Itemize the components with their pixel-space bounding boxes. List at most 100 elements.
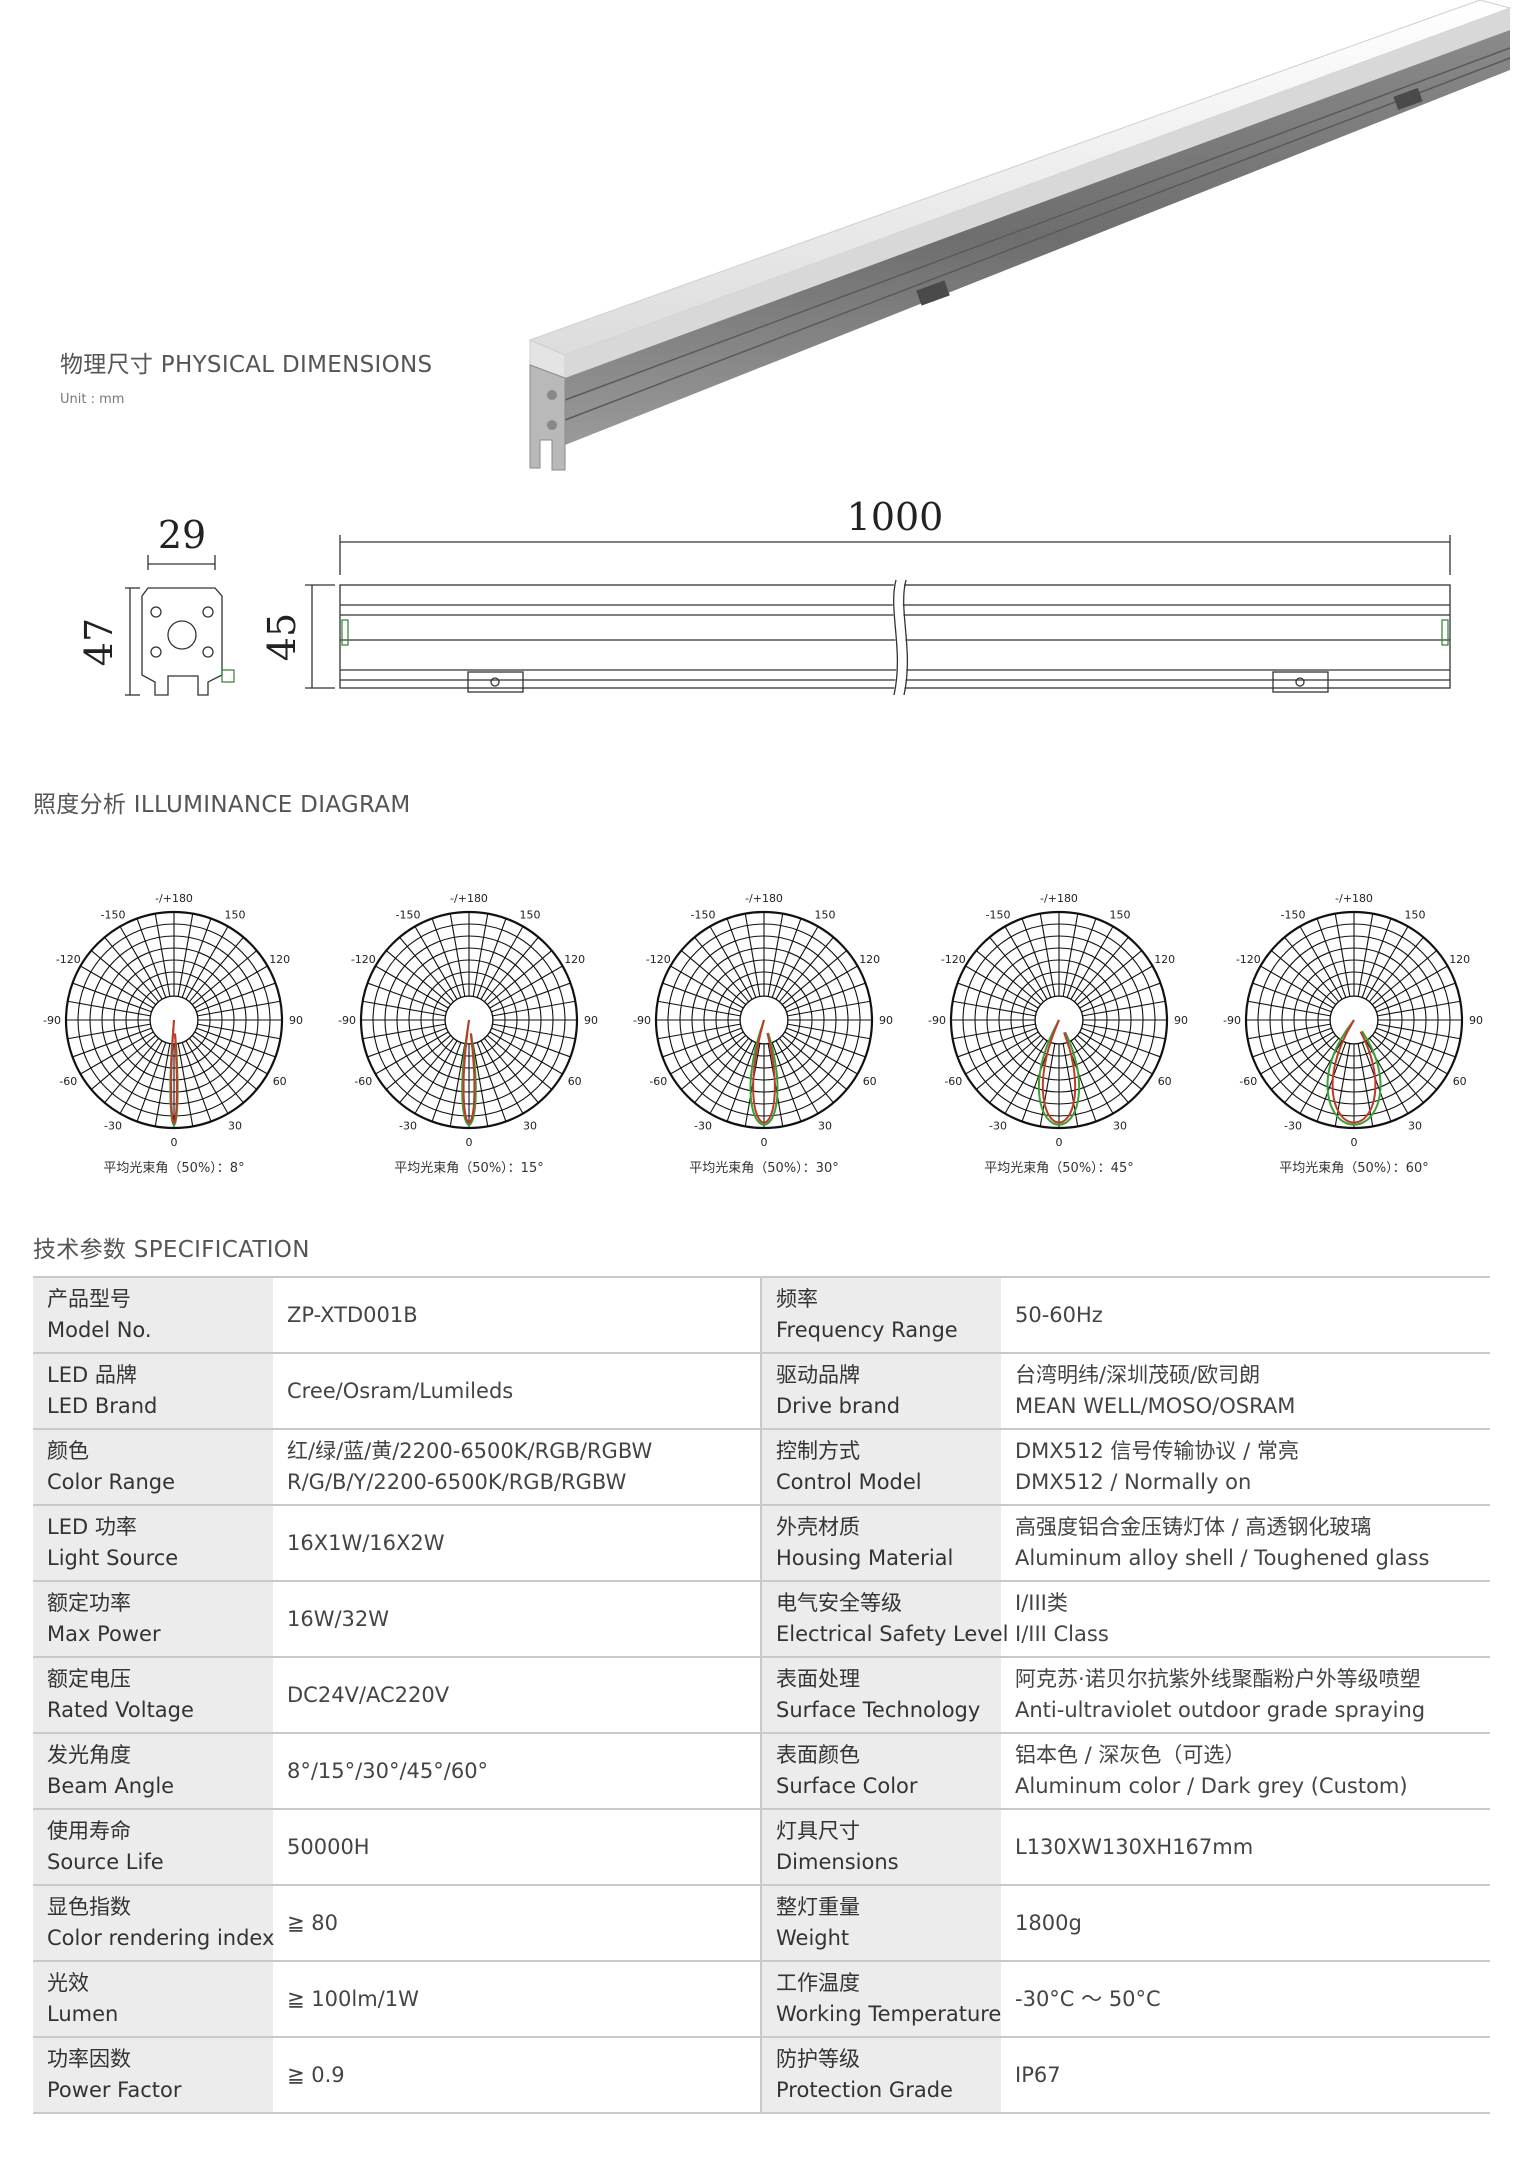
angle-tick-label: 30	[1408, 1120, 1422, 1133]
spec-label-line: 额定电压	[47, 1667, 131, 1691]
spec-value: 16X1W/16X2W	[273, 1505, 761, 1582]
spec-value-line: 台湾明纬/深圳茂硕/欧司朗	[1015, 1363, 1261, 1387]
spec-label-line: Weight	[776, 1926, 850, 1950]
spec-value: -30°C ～ 50°C	[1001, 1961, 1490, 2038]
spec-value-line: ≧ 0.9	[287, 2062, 345, 2087]
unit-label: Unit : mm	[60, 392, 125, 407]
spec-value: IP67	[1001, 2037, 1490, 2114]
spec-value-line: ≧ 80	[287, 1910, 338, 1935]
angle-tick-label: 0	[466, 1136, 473, 1149]
spec-label-line: Beam Angle	[47, 1774, 175, 1798]
angle-tick-label: -30	[104, 1120, 122, 1133]
angle-tick-label: -/+180	[450, 892, 488, 905]
spec-value: 8°/15°/30°/45°/60°	[273, 1733, 761, 1810]
spec-label-line: 频率	[776, 1287, 818, 1311]
spec-label-line: 驱动品牌	[776, 1363, 860, 1387]
angle-tick-label: -60	[649, 1075, 667, 1088]
spec-label-line: Power Factor	[47, 2078, 182, 2102]
angle-tick-label: -90	[1223, 1014, 1241, 1027]
spec-label-line: Light Source	[47, 1546, 179, 1570]
spec-label-line: 光效	[47, 1971, 89, 1995]
beam-lobe	[749, 1019, 779, 1126]
spec-label-line: LED 品牌	[47, 1363, 137, 1387]
spec-label-line: Color Range	[47, 1470, 176, 1494]
angle-tick-label: 60	[863, 1075, 877, 1088]
angle-tick-label: 60	[1158, 1075, 1172, 1088]
dim-width: 29	[158, 513, 206, 557]
spec-value-line: Ⅰ/III Class	[1015, 1622, 1109, 1646]
spec-value: 16W/32W	[273, 1581, 761, 1658]
angle-tick-label: -/+180	[745, 892, 783, 905]
spec-value-line: IP67	[1015, 2062, 1061, 2087]
product-photo	[528, 0, 1512, 471]
angle-tick-label: -/+180	[155, 892, 193, 905]
angle-tick-label: -60	[1239, 1075, 1257, 1088]
spec-value-line: Cree/Osram/Lumileds	[287, 1378, 514, 1403]
angle-tick-label: -150	[691, 908, 716, 921]
angle-tick-label: -150	[396, 908, 421, 921]
spec-label-line: 整灯重量	[776, 1895, 860, 1919]
angle-tick-label: -120	[56, 953, 81, 966]
spec-label-line: 电气安全等级	[776, 1591, 902, 1615]
spec-label-line: 防护等级	[776, 2047, 860, 2071]
beam-lobe	[1037, 1019, 1081, 1126]
spec-value: 50000H	[273, 1809, 761, 1886]
spec-label-line: 额定功率	[47, 1591, 131, 1615]
spec-label-line: Lumen	[47, 2002, 119, 2026]
spec-value-line: 8°/15°/30°/45°/60°	[287, 1758, 489, 1783]
angle-tick-label: -60	[59, 1075, 77, 1088]
spec-value-line: 50000H	[287, 1834, 370, 1859]
angle-tick-label: -120	[646, 953, 671, 966]
angle-tick-label: 120	[1154, 953, 1175, 966]
spec-value-line: -30°C ～ 50°C	[1015, 1986, 1161, 2011]
beam-lobe	[1041, 1019, 1077, 1124]
spec-label-line: Model No.	[47, 1318, 152, 1342]
physical-dimensions-title: 物理尺寸 PHYSICAL DIMENSIONS	[60, 352, 433, 378]
spec-value: ≧ 100lm/1W	[273, 1961, 761, 2038]
angle-tick-label: 90	[584, 1014, 598, 1027]
spec-label-line: Dimensions	[776, 1850, 899, 1874]
spec-label-line: Working Temperature	[776, 2002, 1002, 2026]
angle-tick-label: 120	[1449, 953, 1470, 966]
angle-tick-label: 150	[1110, 908, 1131, 921]
dim-length: 1000	[847, 495, 944, 539]
spec-label-line: Rated Voltage	[47, 1698, 194, 1722]
angle-tick-label: 90	[879, 1014, 893, 1027]
spec-value: ≧ 0.9	[273, 2037, 761, 2114]
angle-tick-label: 120	[269, 953, 290, 966]
angle-tick-label: -/+180	[1040, 892, 1078, 905]
angle-tick-label: 120	[859, 953, 880, 966]
angle-tick-label: 150	[520, 908, 541, 921]
angle-tick-label: -90	[338, 1014, 356, 1027]
spec-label-line: 控制方式	[776, 1439, 860, 1463]
angle-tick-label: 60	[568, 1075, 582, 1088]
angle-tick-label: -30	[989, 1120, 1007, 1133]
spec-value: L130XW130XH167mm	[1001, 1809, 1490, 1886]
angle-tick-label: 60	[273, 1075, 287, 1088]
spec-label-line: Max Power	[47, 1622, 161, 1646]
spec-value-line: 铝本色 / 深灰色（可选）	[1015, 1743, 1246, 1767]
spec-value: 铝本色 / 深灰色（可选）Aluminum color / Dark grey …	[1001, 1733, 1490, 1810]
angle-tick-label: 150	[815, 908, 836, 921]
